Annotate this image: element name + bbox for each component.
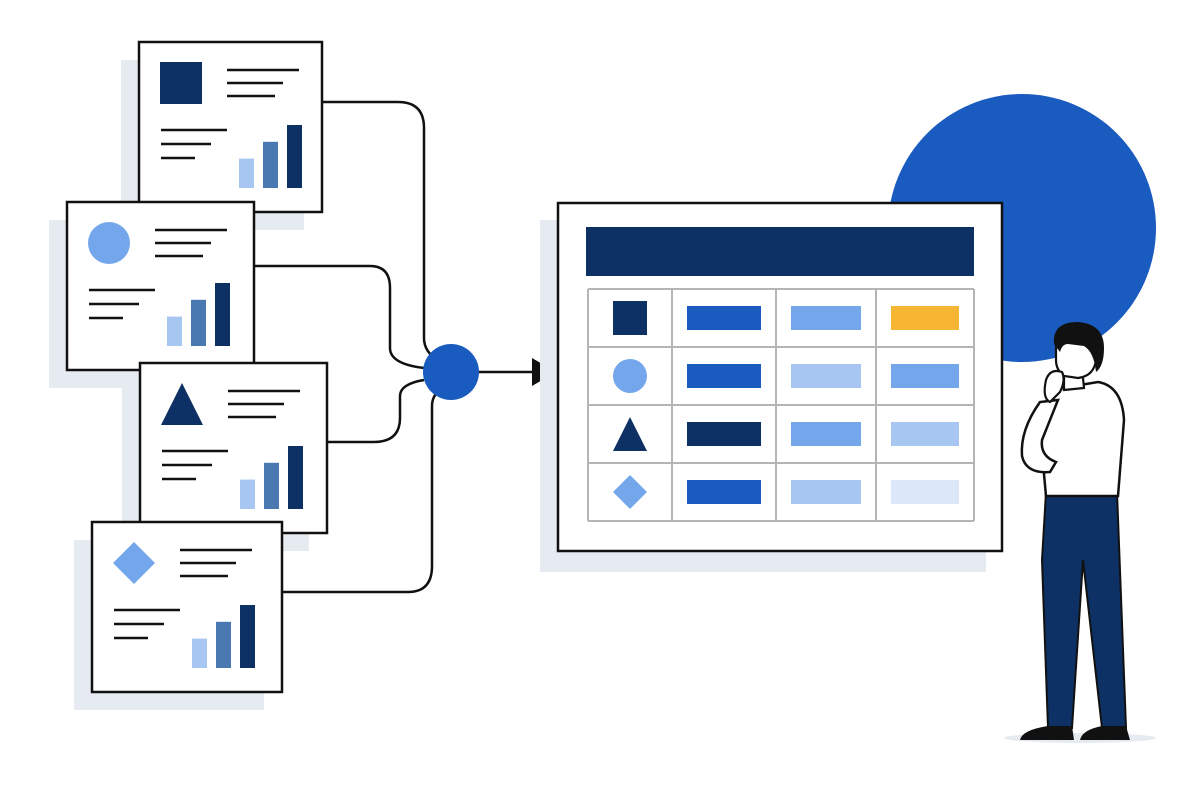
mini-bar	[240, 479, 255, 509]
source-document	[74, 520, 284, 710]
row-triangle-icon	[613, 417, 647, 451]
table-grid	[587, 288, 975, 522]
mini-bar	[216, 621, 231, 668]
mini-bar	[288, 446, 303, 509]
connector-line-1	[322, 100, 439, 362]
table-cell-bar	[687, 480, 761, 504]
mini-bar	[263, 141, 278, 188]
mini-bar	[287, 125, 302, 188]
document-diamond-icon	[113, 542, 155, 584]
table-cell-bar	[891, 480, 959, 504]
thinking-person	[1004, 322, 1156, 743]
table-cell-bar	[687, 422, 761, 446]
table-cell-bar	[891, 422, 959, 446]
row-square-icon	[613, 301, 647, 335]
person-trousers	[1040, 491, 1128, 729]
row-diamond-icon	[613, 475, 647, 509]
mini-bar	[264, 462, 279, 509]
table-cell-bar	[791, 364, 861, 388]
document-circle-icon	[88, 222, 130, 264]
result-table-panel	[540, 201, 1004, 572]
mini-bar	[191, 299, 206, 346]
mini-bar	[167, 316, 182, 346]
table-cell-bar	[791, 480, 861, 504]
person-left-shoe	[1020, 726, 1074, 740]
connector-line-2	[254, 264, 425, 370]
table-cell-bar	[891, 364, 959, 388]
table-cell-bar	[687, 306, 761, 330]
row-circle-icon	[613, 359, 647, 393]
person-hair	[1053, 322, 1104, 372]
mini-bar	[215, 283, 230, 346]
connector-line-3	[327, 378, 425, 444]
table-cell-bar	[891, 306, 959, 330]
source-documents	[49, 40, 329, 710]
document-square-icon	[160, 62, 202, 104]
table-cell-bar	[791, 306, 861, 330]
person-hand	[1043, 369, 1065, 404]
mini-bar	[192, 638, 207, 668]
person-arm	[1020, 398, 1060, 474]
mini-bar	[239, 158, 254, 188]
table-cells	[613, 301, 959, 509]
table-header-bar	[586, 227, 974, 276]
source-document	[49, 200, 256, 388]
document-triangle-icon	[161, 383, 203, 425]
table-cell-bar	[791, 422, 861, 446]
person-right-shoe	[1080, 726, 1130, 740]
table-cell-bar	[687, 364, 761, 388]
merge-node	[423, 344, 479, 400]
mini-bar	[240, 605, 255, 668]
